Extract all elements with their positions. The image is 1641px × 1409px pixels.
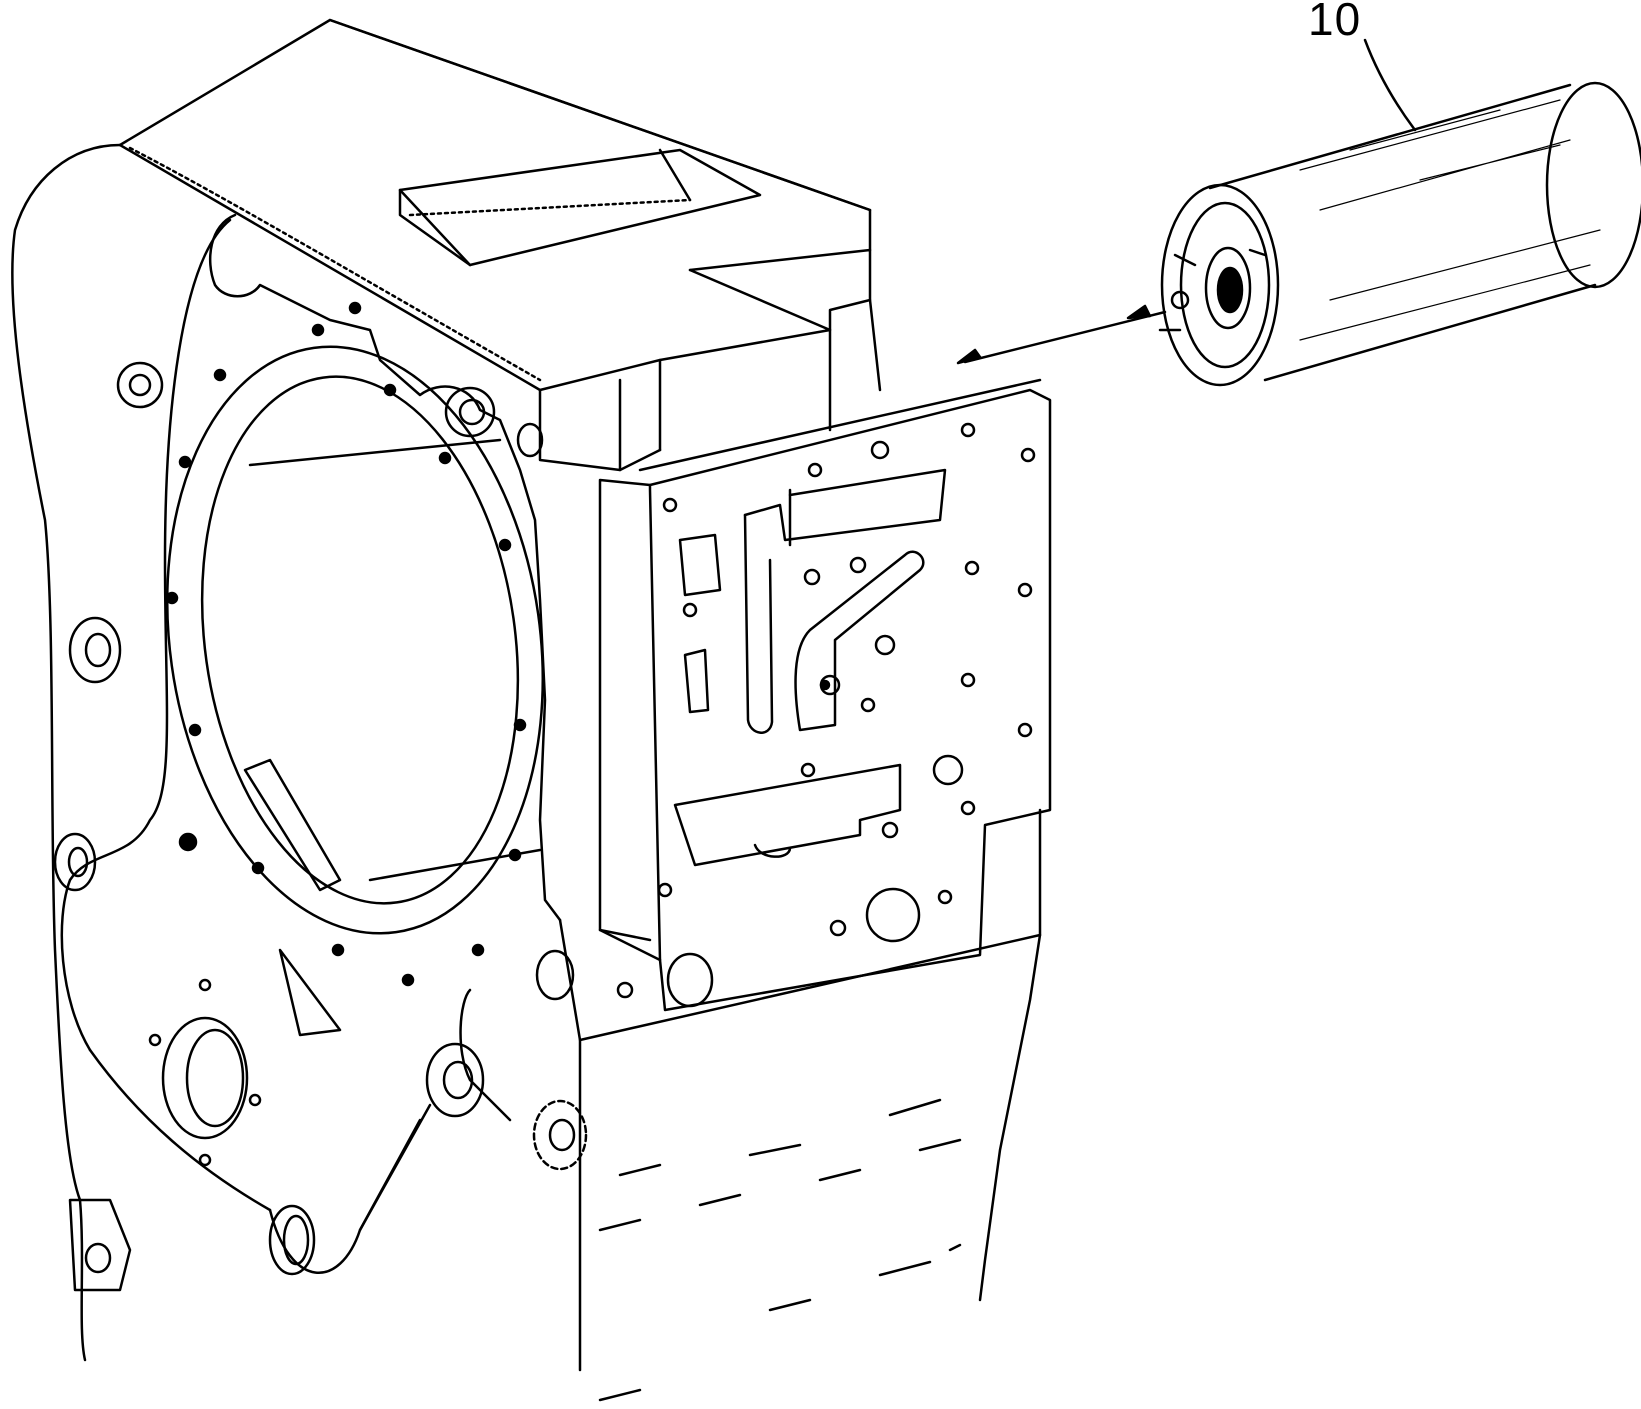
callout-label-10: 10 [1308, 0, 1362, 45]
flange-holes [167, 303, 525, 985]
housing-top-block [120, 20, 870, 470]
main-bore [131, 322, 580, 958]
valve-plate [600, 380, 1050, 1010]
callout-leaders [958, 40, 1415, 363]
arrow-head-upper [1128, 306, 1150, 318]
bolt-bosses [55, 363, 586, 1169]
installation-arrow-line [965, 312, 1165, 362]
housing-right-side [560, 300, 1040, 1400]
lower-flange [70, 950, 510, 1290]
leader-line-10 [1365, 40, 1415, 130]
arrow-head-lower [958, 350, 980, 363]
valve-plate-holes [618, 424, 1034, 1006]
housing-left-flange [12, 20, 870, 1360]
part-10-cartridge [1160, 83, 1641, 385]
